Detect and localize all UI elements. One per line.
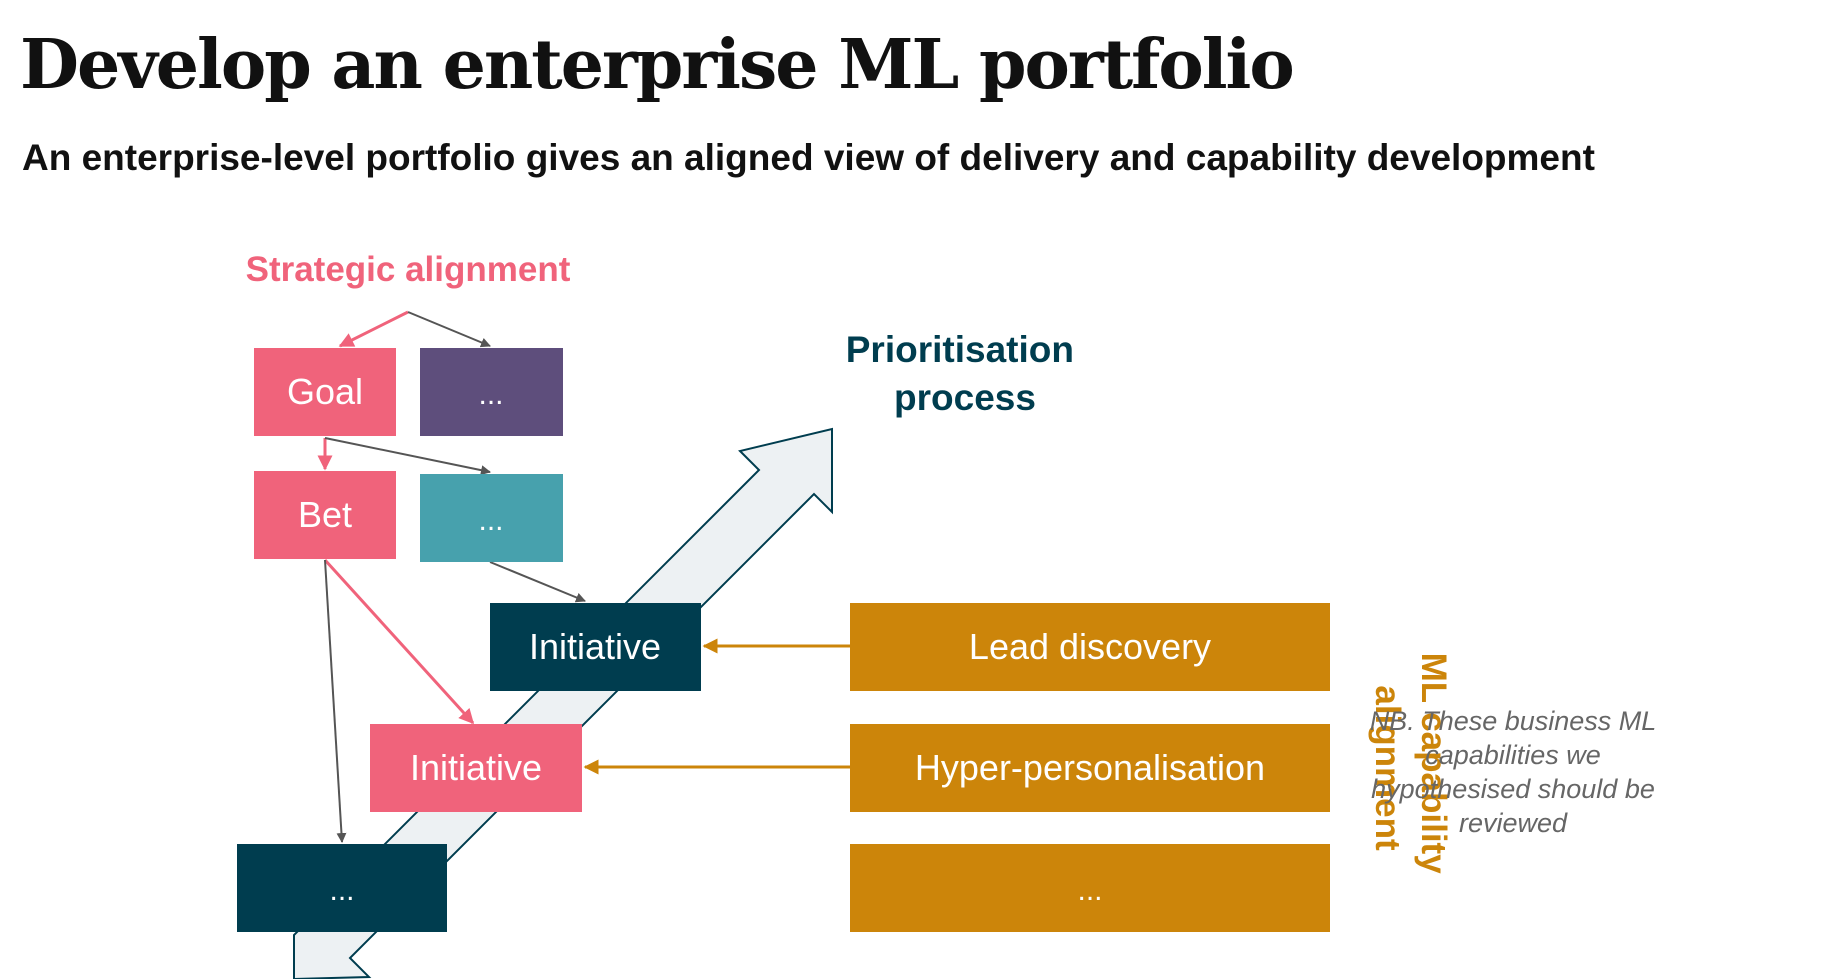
goal-sibling-box: ... [420, 348, 563, 436]
goal-box-label: Goal [287, 371, 363, 412]
initiative-dark-box-label: Initiative [529, 626, 661, 667]
prioritisation-process-label: Prioritisation process [846, 329, 1084, 418]
bottom-dark-box: ... [237, 844, 447, 932]
initiative-dark-box: Initiative [490, 603, 701, 691]
connector-bet-to-bottom [324, 559, 347, 843]
page-subtitle: An enterprise-level portfolio gives an a… [22, 137, 1595, 178]
strategic-alignment-label: Strategic alignment [246, 250, 571, 289]
bet-box: Bet [254, 471, 396, 559]
connector-bet-sibling-to-initiative [489, 561, 586, 603]
goal-sibling-box-label: ... [478, 378, 503, 411]
connector-goal-to-bet-sibling [324, 437, 491, 476]
prioritisation-label-line2: process [894, 377, 1036, 418]
bet-sibling-box: ... [420, 474, 563, 562]
prioritisation-label-line1: Prioritisation [846, 329, 1074, 370]
bottom-dark-box-label: ... [329, 874, 354, 907]
bet-sibling-box-label: ... [478, 504, 503, 537]
capability-more-label: ... [1077, 874, 1102, 907]
capability-hyper-personalisation-box: Hyper-personalisation [850, 724, 1330, 812]
review-note: NB. These business ML capabilities we hy… [1369, 706, 1657, 838]
initiative-pink-box-label: Initiative [410, 747, 542, 788]
ml-capability-label-line2: alignment [1368, 685, 1407, 851]
ml-capability-alignment-label: ML capability alignment [1368, 653, 1453, 884]
connector-root-to-goal [338, 310, 409, 348]
connector-bet-to-pink-initiative [323, 558, 475, 725]
initiative-pink-box: Initiative [370, 724, 582, 812]
capability-more-box: ... [850, 844, 1330, 932]
capability-lead-discovery-label: Lead discovery [969, 626, 1211, 667]
capability-lead-discovery-box: Lead discovery [850, 603, 1330, 691]
ml-capability-label-line1: ML capability [1414, 653, 1453, 875]
bet-box-label: Bet [298, 494, 352, 535]
page-title: Develop an enterprise ML portfolio [20, 25, 1295, 105]
goal-box: Goal [254, 348, 396, 436]
capability-hyper-personalisation-label: Hyper-personalisation [915, 747, 1265, 788]
connector-root-to-goal-sibling [407, 311, 491, 348]
